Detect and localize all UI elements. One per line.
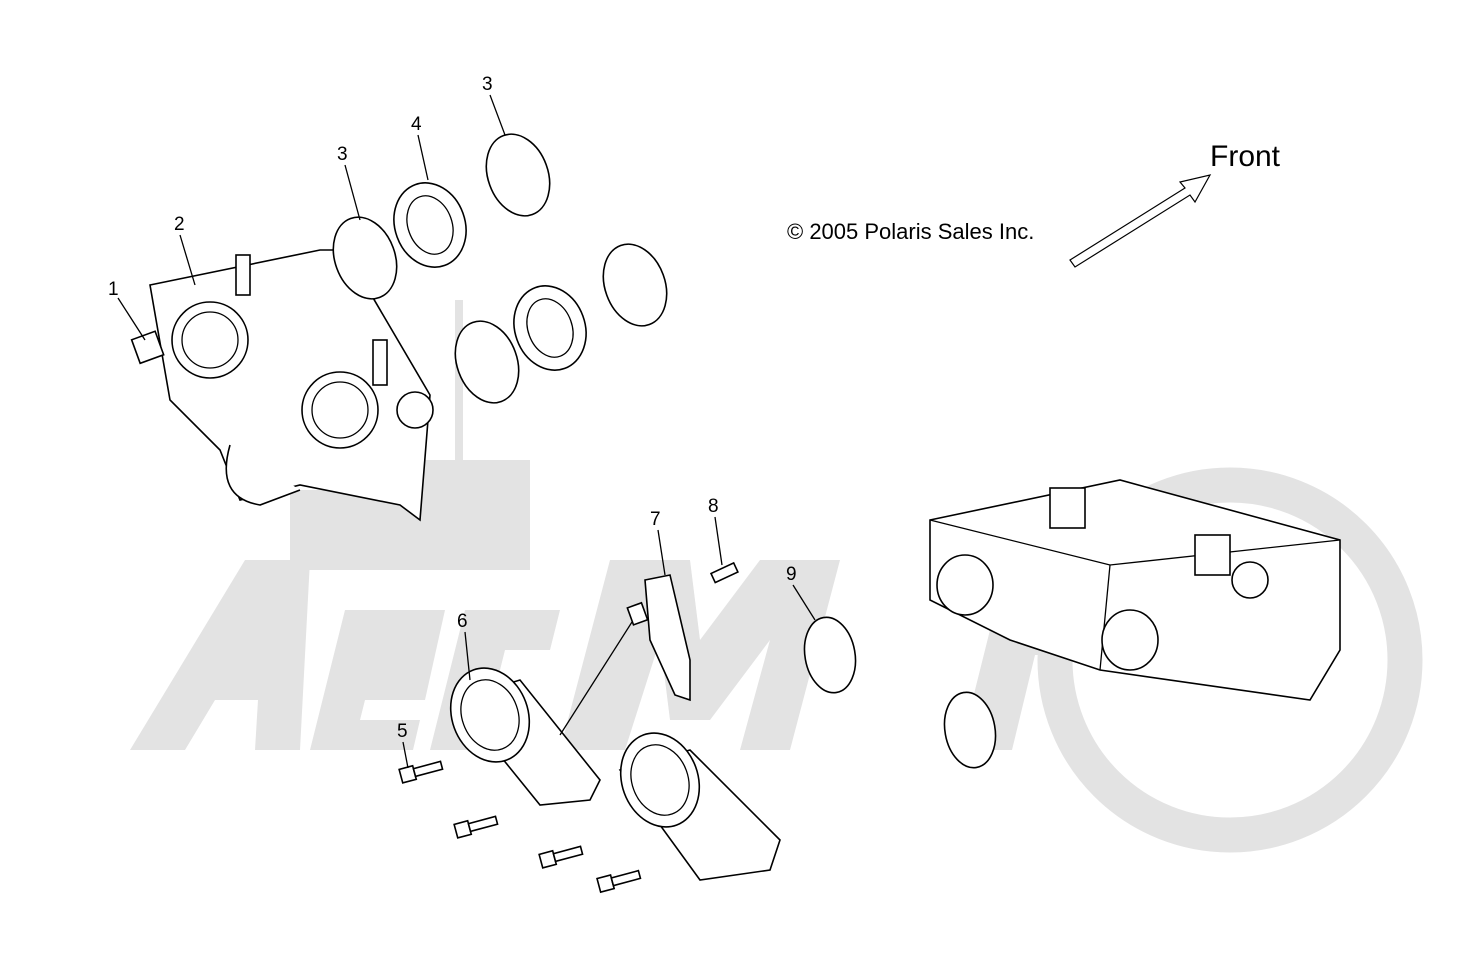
front-direction-label: Front [1210,140,1281,173]
callout-1: 1 [108,279,119,300]
clamp-lower-left[interactable] [444,312,529,411]
temperature-sensor[interactable] [709,561,739,584]
map-sensor[interactable] [626,574,691,702]
callout-9: 9 [786,564,797,585]
leader-lines [117,94,816,769]
intake-boot-lower[interactable] [502,276,597,381]
o-rings[interactable] [799,613,1001,772]
intake-boot-upper[interactable] [382,173,477,278]
clamp-lower-right[interactable] [592,235,677,334]
intake-manifold[interactable] [438,657,781,881]
callout-3: 3 [337,144,348,165]
copyright-notice: © 2005 Polaris Sales Inc. [787,219,1035,244]
screws[interactable] [398,759,642,894]
clamp-upper-left[interactable] [322,208,407,307]
cylinder-head[interactable] [929,479,1341,701]
callout-5: 5 [397,721,408,742]
callout-8: 8 [708,496,719,517]
callout-6: 6 [457,611,468,632]
front-arrow-icon [1069,174,1212,268]
callout-4: 4 [411,114,422,135]
callout-3: 3 [482,74,493,95]
callout-7: 7 [650,509,661,530]
clamp-upper-right[interactable] [475,125,560,224]
callout-2: 2 [174,214,185,235]
throttle-body[interactable] [130,249,434,522]
